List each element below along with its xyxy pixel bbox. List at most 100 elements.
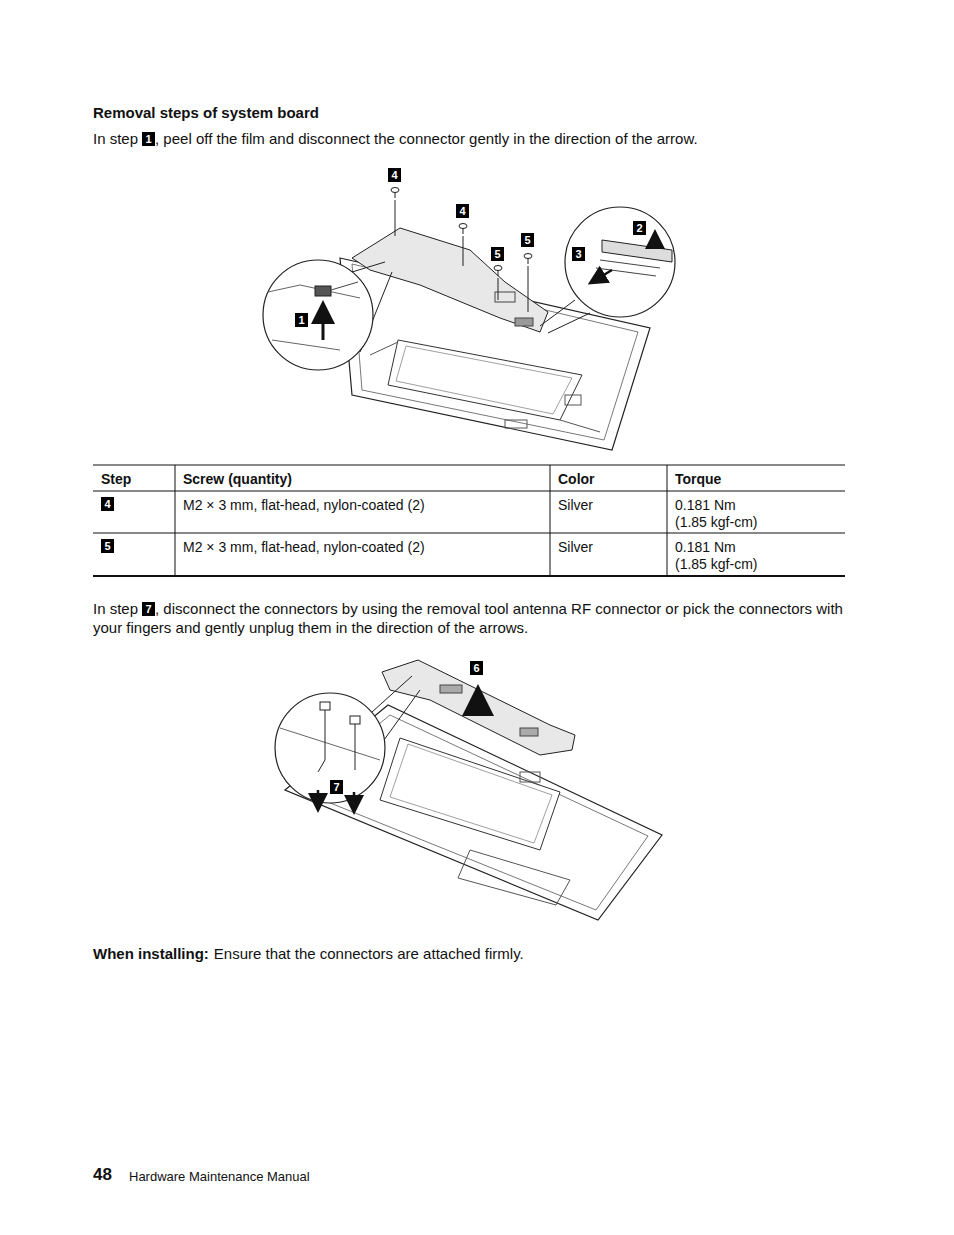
table-cell: Silver [558,496,593,514]
callout-number: 1 [295,313,308,327]
table-cell: 0.181 Nm [675,538,736,556]
callout-number: 4 [388,168,401,182]
section-title: Removal steps of system board [93,103,319,122]
drawing-line [93,575,845,577]
drawing-line [498,278,499,300]
drawing-line [600,260,660,268]
drawing-line [370,342,398,355]
drawing-ellipse [391,188,399,193]
drawing-line [498,270,499,276]
table-cell: M2 × 3 mm, flat-head, nylon-coated (2) [183,538,425,556]
drawing-circle [565,207,675,317]
drawing-path [331,282,358,290]
callout-number: 4 [456,204,469,218]
drawing-polygon [390,744,552,843]
drawing-rect [320,702,330,710]
drawing-path [268,285,360,298]
table-cell: (1.85 kgf-cm) [675,513,757,531]
callout-number: 7 [142,602,155,616]
table-cell: M2 × 3 mm, flat-head, nylon-coated (2) [183,496,425,514]
body-text: , disconnect the connectors by using the… [93,600,843,636]
drawing-circle [263,260,373,370]
drawing-g [391,188,532,277]
drawing-line [93,465,845,466]
drawing-line [528,258,529,264]
drawing-ellipse [459,224,467,229]
drawing-polygon [396,346,572,414]
drawing-rect [505,420,527,428]
callout-number: 3 [572,247,585,261]
callout-number: 2 [633,221,646,235]
drawing-rect [315,286,331,296]
drawing-line [476,692,480,712]
table-header: Color [558,470,595,488]
note-heading: When installing: [93,945,209,962]
drawing-line [384,690,420,740]
drawing-line [667,465,668,576]
drawing-rect [350,716,360,724]
drawing-line [93,533,845,534]
paragraph: When installing: Ensure that the connecto… [93,944,845,963]
drawing-path [272,340,340,350]
drawing-line [353,792,356,810]
drawing-polygon [382,660,575,755]
callout-number: 1 [142,132,155,146]
drawing-path [318,710,325,772]
drawing-polygon [458,850,570,905]
drawing-rect [520,728,538,736]
body-text: In step [93,130,138,147]
footer-text: Hardware Maintenance Manual [129,1168,310,1185]
page-number: 48 [93,1164,112,1185]
table-cell: (1.85 kgf-cm) [675,555,757,573]
drawing-polygon [352,228,548,332]
drawing-line [463,236,464,266]
drawing-line [93,491,845,492]
drawing-rect [520,772,540,782]
table-header: Torque [675,470,721,488]
drawing-line [592,270,612,282]
body-text: In step [93,600,138,617]
drawing-line [395,200,396,236]
drawing-rect [565,395,581,405]
drawing-line [560,420,600,432]
paragraph: In step 7, disconnect the connectors by u… [93,599,845,637]
drawing-ellipse [494,266,502,271]
body-text: Ensure that the connectors are attached … [214,945,524,962]
drawing-polygon [602,240,672,262]
drawing-line [372,676,412,712]
drawing-polygon [380,738,560,850]
drawing-line [175,465,176,576]
drawing-line [352,262,385,272]
drawing-line [548,313,590,333]
drawing-circle [275,693,385,803]
callout-number: 5 [101,539,114,553]
drawing-line [654,234,657,248]
drawing-line [395,192,396,198]
table-header: Step [101,470,131,488]
drawing-path [355,724,356,770]
table-cell: 0.181 Nm [675,496,736,514]
callout-number: 5 [521,233,534,247]
drawing-ellipse [524,254,532,259]
drawing-rect [515,318,533,326]
callout-number: 6 [470,661,483,675]
drawing-line [550,465,551,576]
drawing-line [322,306,325,340]
callout-number: 4 [101,497,114,511]
drawing-path [280,728,380,760]
callout-number: 5 [491,247,504,261]
drawing-line [463,228,464,234]
paragraph: In step 1, peel off the film and disconne… [93,129,845,148]
drawing-rect [440,685,462,693]
table-header: Screw (quantity) [183,470,292,488]
body-text: , peel off the film and disconnect the c… [155,130,698,147]
table-cell: Silver [558,538,593,556]
callout-number: 7 [330,780,343,794]
drawing-polygon [388,340,582,420]
drawing-line [528,266,529,312]
drawing-line [317,790,320,808]
